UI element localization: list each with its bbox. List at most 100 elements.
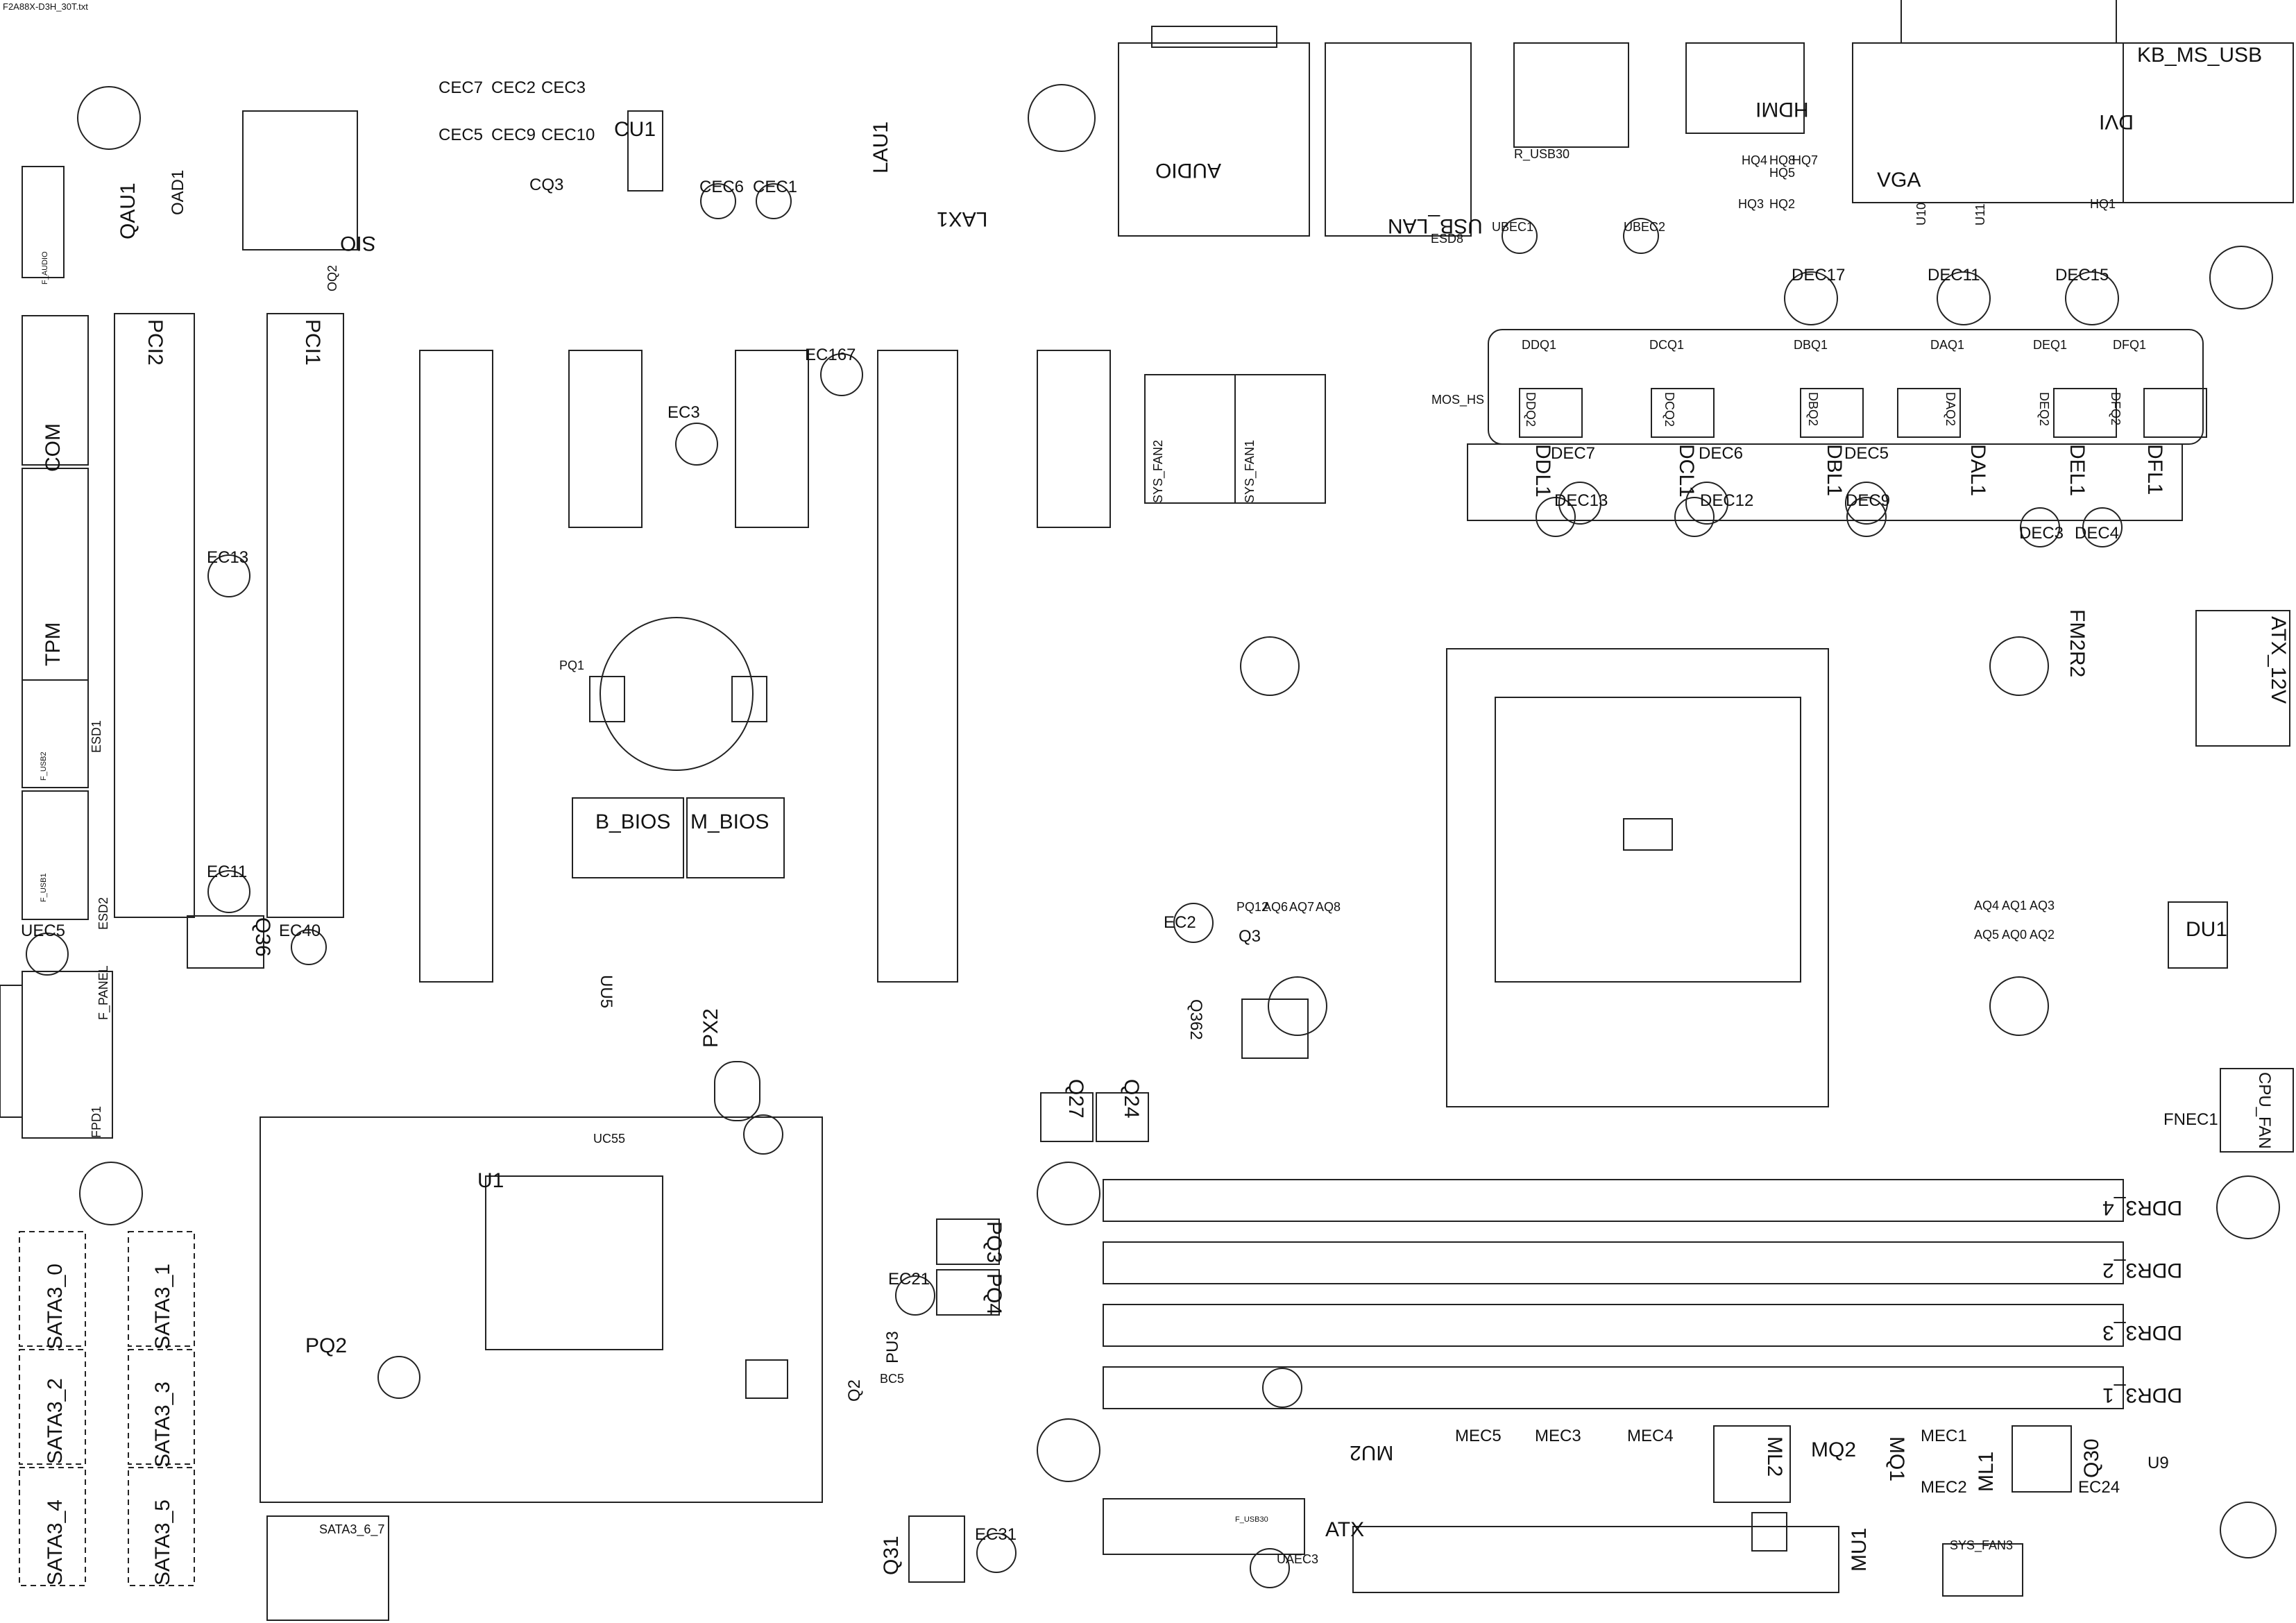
dbq1-label: DBQ1 xyxy=(1794,338,1828,352)
mec4-label: MEC4 xyxy=(1627,1427,1674,1445)
mec1-label: MEC1 xyxy=(1921,1427,1967,1445)
atx-12v-label: ATX_12V xyxy=(2267,616,2290,704)
hq5-label: HQ5 xyxy=(1769,166,1796,180)
esd8-label: ESD8 xyxy=(1431,232,1464,246)
f-usb1-label: F_USB1 xyxy=(40,873,48,902)
cec7-label: CEC7 xyxy=(439,78,484,97)
dbl1-label: DBL1 xyxy=(1823,444,1846,497)
px2-label: PX2 xyxy=(699,1008,722,1048)
atx-label: ATX xyxy=(1325,1518,1365,1541)
fpd1-label: FPD1 xyxy=(90,1105,103,1138)
sata3-2-label: SATA3_2 xyxy=(44,1378,67,1464)
com-label: COM xyxy=(42,423,65,472)
q36-label: Q36 xyxy=(251,917,274,957)
dcq1-label: DCQ1 xyxy=(1649,338,1685,352)
du1-label: DU1 xyxy=(2186,918,2228,941)
sys-fan2-label: SYS_FAN2 xyxy=(1151,439,1165,503)
cpu-fan-label: CPU_FAN xyxy=(2255,1072,2274,1149)
ubec1-label: UBEC1 xyxy=(1492,220,1534,234)
cec3-label: CEC3 xyxy=(541,78,586,97)
cq3-label: CQ3 xyxy=(529,176,564,194)
ec167-label: EC167 xyxy=(805,346,856,364)
daq2-label: DAQ2 xyxy=(1944,392,1957,427)
dec13-label: DEC13 xyxy=(1554,491,1608,510)
dec4-label: DEC4 xyxy=(2075,524,2120,543)
ddr3-4-label: DDR3_4 xyxy=(2102,1196,2183,1219)
deq2-label: DEQ2 xyxy=(2037,392,2051,427)
dcq2-label: DCQ2 xyxy=(1663,392,1676,427)
hdmi-label: HDMI xyxy=(1755,98,1809,121)
mu1-label: MU1 xyxy=(1848,1527,1871,1572)
pci1-label: PCI1 xyxy=(301,319,324,366)
esd2-label: ESD2 xyxy=(96,897,110,930)
kb-ms-usb-label: KB_MS_USB xyxy=(2137,44,2263,67)
del1-label: DEL1 xyxy=(2066,444,2089,497)
mec5-label: MEC5 xyxy=(1455,1427,1502,1445)
aq7-label: AQ7 xyxy=(1289,900,1315,914)
file-name: F2A88X-D3H_30T.txt xyxy=(3,1,88,12)
oad1-label: OAD1 xyxy=(169,169,187,215)
dvi-label: DVI xyxy=(2099,110,2134,133)
lax1-label: LAX1 xyxy=(937,207,988,230)
sio-label: SIO xyxy=(340,232,376,255)
mec2-label: MEC2 xyxy=(1921,1478,1967,1497)
u11-label: U11 xyxy=(1973,203,1987,226)
sata-connectors xyxy=(19,1231,195,1586)
deq1-label: DEQ1 xyxy=(2033,338,2068,352)
mq1-label: MQ1 xyxy=(1885,1436,1908,1482)
hq2-label: HQ2 xyxy=(1769,197,1796,211)
dbq2-label: DBQ2 xyxy=(1806,392,1820,427)
sata3-6-7-outline xyxy=(266,1515,389,1621)
cu1-label: CU1 xyxy=(614,118,656,141)
fm2r2-label: FM2R2 xyxy=(2066,609,2089,678)
fnec1-label: FNEC1 xyxy=(2163,1110,2218,1129)
uu5-label: UU5 xyxy=(597,975,615,1009)
cec2-label: CEC2 xyxy=(491,78,536,97)
dec6-label: DEC6 xyxy=(1699,444,1744,463)
dfl1-label: DFL1 xyxy=(2143,444,2166,495)
sata3-0-label: SATA3_0 xyxy=(44,1264,67,1350)
aq6-label: AQ6 xyxy=(1263,900,1289,914)
pq1-label: PQ1 xyxy=(559,658,585,672)
bios-chips xyxy=(572,797,785,878)
uaec3-label: UAEC3 xyxy=(1277,1552,1319,1566)
f-panel-label: F_PANEL xyxy=(96,965,110,1020)
f-usb2-label: F_USB2 xyxy=(40,751,48,781)
oq2-label: OQ2 xyxy=(325,264,339,291)
pq4-label: PQ4 xyxy=(983,1273,1005,1316)
dec12-label: DEC12 xyxy=(1700,491,1754,510)
hq4-label: HQ4 xyxy=(1742,153,1768,167)
ec40-label: EC40 xyxy=(279,921,321,940)
cmos-battery xyxy=(589,617,767,771)
pq3-label: PQ3 xyxy=(983,1221,1005,1264)
atx-power xyxy=(1103,1425,2072,1597)
audio-label: AUDIO xyxy=(1155,159,1222,182)
ec21-label: EC21 xyxy=(888,1270,930,1289)
left-headers xyxy=(0,166,264,1139)
sio-chip xyxy=(242,110,663,250)
aq4-label: AQ4 xyxy=(1974,899,2000,912)
aq0-label: AQ0 xyxy=(2002,928,2027,942)
ddr3-3-label: DDR3_3 xyxy=(2102,1321,2183,1344)
uec5-label: UEC5 xyxy=(21,921,66,940)
dec15-label: DEC15 xyxy=(2055,266,2109,284)
mounting-holes xyxy=(77,84,2280,1558)
rear-io-outlines xyxy=(1118,0,2294,237)
q3-label: Q3 xyxy=(1239,927,1261,946)
ec24-label: EC24 xyxy=(2078,1478,2120,1497)
ddr3-2-label: DDR3_2 xyxy=(2102,1259,2183,1282)
cec9-label: CEC9 xyxy=(491,126,536,144)
q24-label: Q24 xyxy=(1120,1079,1143,1119)
dec3-label: DEC3 xyxy=(2019,524,2064,543)
cec6-label: CEC6 xyxy=(699,178,745,196)
hq3-label: HQ3 xyxy=(1738,197,1764,211)
ec31-label: EC31 xyxy=(975,1525,1017,1544)
daq1-label: DAQ1 xyxy=(1930,338,1965,352)
sata3-4-label: SATA3_4 xyxy=(44,1499,67,1586)
ml1-label: ML1 xyxy=(1975,1451,1998,1492)
ec13-label: EC13 xyxy=(207,548,249,567)
vrm-section xyxy=(1467,329,2207,521)
pci-slots xyxy=(114,313,1111,983)
dal1-label: DAL1 xyxy=(1966,444,1989,497)
ddr3-slots xyxy=(1103,1179,2124,1409)
